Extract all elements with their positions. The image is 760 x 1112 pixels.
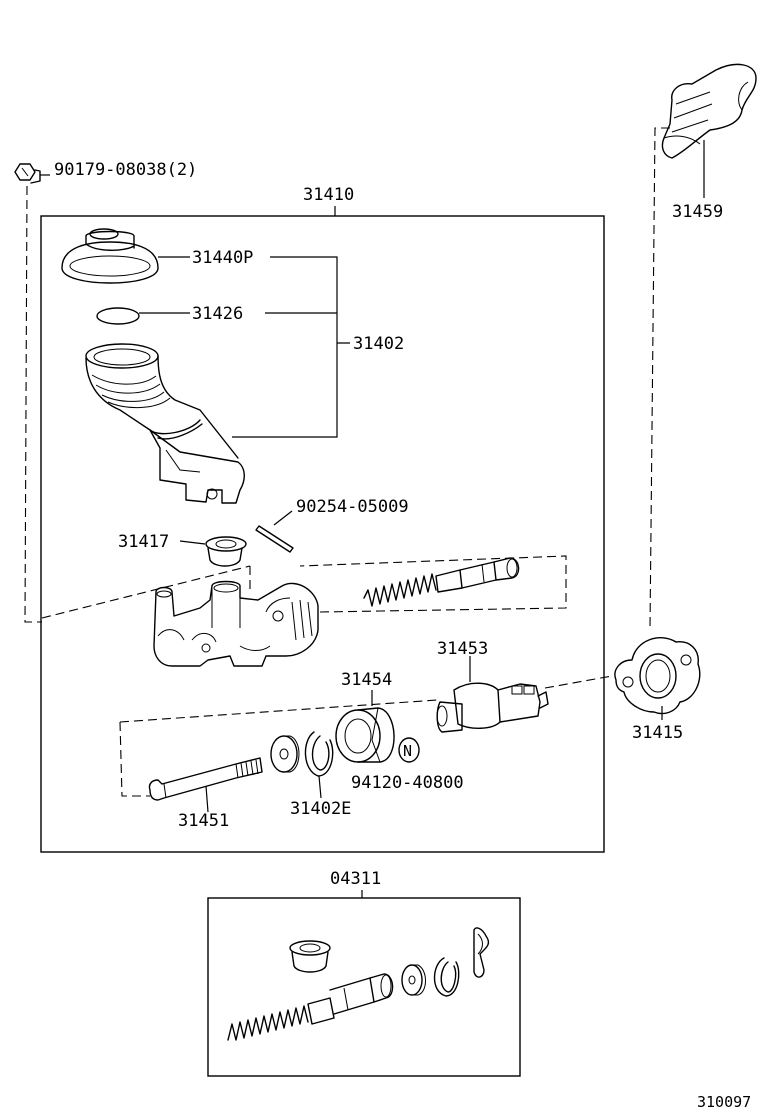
label-boot: 31454: [341, 670, 392, 690]
label-reservoir: 31402: [353, 334, 404, 354]
piston-dashed-box: [41, 555, 567, 619]
label-gasket: 31415: [632, 723, 683, 743]
nut-marker-letter: N: [403, 742, 412, 760]
label-repair-kit: 04311: [330, 869, 381, 889]
bolt-dashed-guide: [24, 185, 42, 623]
label-piston-rod: 31453: [437, 639, 488, 659]
push-rod-part: [148, 757, 263, 801]
washer-part: [270, 735, 300, 773]
kit-clip-part: [473, 927, 490, 978]
label-cap: 31440P: [192, 248, 253, 268]
o-ring-part: [96, 307, 140, 325]
kit-grommet-part: [289, 940, 331, 973]
drawing-number: 310097: [697, 1093, 751, 1111]
gasket-part: [614, 637, 701, 715]
label-snap-ring: 31402E: [290, 799, 351, 819]
label-clamp: 31459: [672, 202, 723, 222]
repair-kit-box: [207, 897, 521, 1077]
label-push-rod: 31451: [178, 811, 229, 831]
pushrod-dashed-box: [119, 675, 613, 797]
label-bolt: 90179-08038(2): [54, 160, 197, 180]
reservoir-bracket-lines: [232, 256, 350, 438]
label-nut: 94120-40800: [351, 773, 464, 793]
spring-piston-part: [363, 557, 520, 607]
kit-snap-ring-part: [433, 957, 460, 997]
boot-part: [335, 707, 395, 763]
reservoir-part: [85, 343, 245, 504]
label-assembly: 31410: [303, 185, 354, 205]
kit-washer-part: [401, 964, 426, 996]
label-ring: 31426: [192, 304, 243, 324]
reservoir-cap-part: [61, 228, 159, 284]
snap-ring-part: [304, 731, 334, 777]
piston-rod-part: [436, 682, 549, 733]
bolt-part: [14, 163, 41, 184]
pin-part: [255, 525, 294, 553]
clamp-dashed-guide: [649, 127, 670, 629]
clamp-part: [661, 63, 757, 159]
label-pin: 90254-05009: [296, 497, 409, 517]
assembly-box: [40, 215, 605, 853]
kit-spring-piston-part: [227, 973, 394, 1041]
nut-marker-circle: [398, 737, 420, 763]
cylinder-body-part: [153, 580, 319, 667]
label-grommet: 31417: [118, 532, 169, 552]
grommet-part: [205, 536, 247, 567]
